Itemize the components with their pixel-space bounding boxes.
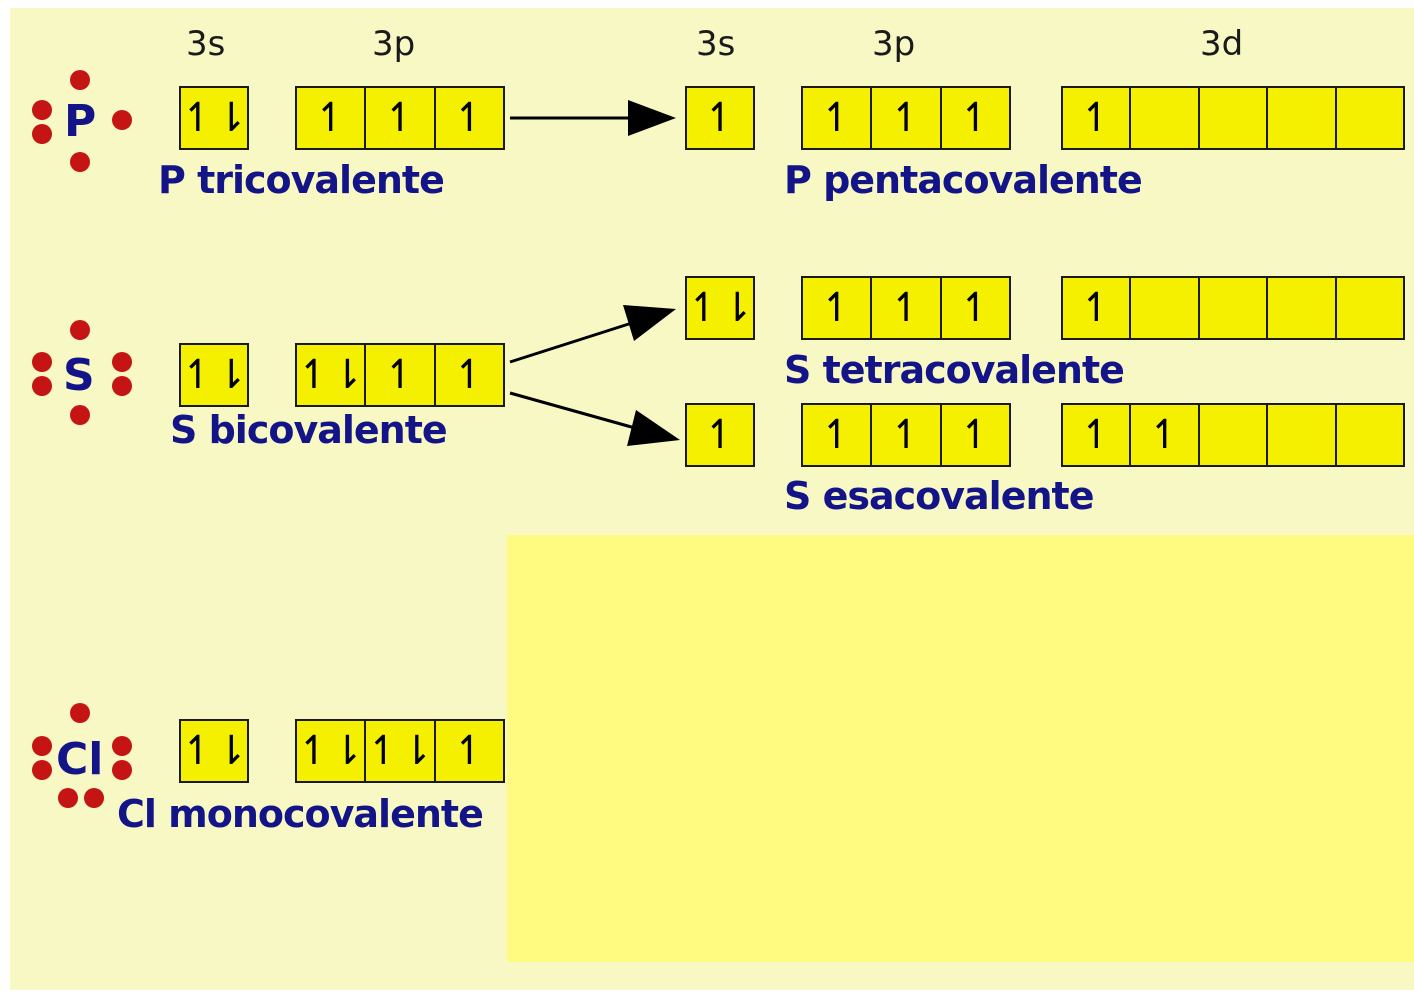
orbital-box-3s: ↿⇂ — [179, 719, 249, 783]
orbital-cell: ↿ — [958, 95, 993, 141]
label-p-tricovalente: P tricovalente — [158, 158, 445, 202]
orbital-cell: ↿ — [703, 412, 737, 458]
orbital-cell — [1268, 278, 1337, 338]
orbital-box-3p: ↿⇂ ↿ ↿ — [295, 343, 505, 407]
orbital-cell: ↿ — [958, 412, 993, 458]
orbital-box-3s: ↿ — [685, 86, 755, 150]
electron-dot — [112, 376, 132, 396]
header-3s-right: 3s — [696, 24, 736, 64]
orbital-box-3s: ↿⇂ — [179, 86, 249, 150]
arrow-s-esa — [509, 391, 636, 430]
label-cl-monocovalente: Cl monocovalente — [117, 792, 484, 836]
electron-dot — [32, 736, 52, 756]
arrowhead — [628, 100, 676, 136]
electron-dot — [70, 703, 90, 723]
orbital-cell: ↿ — [1131, 405, 1200, 465]
orbital-cell — [1200, 88, 1269, 148]
label-s-bicovalente: S bicovalente — [170, 408, 448, 452]
electron-dot — [112, 760, 132, 780]
orbital-cell: ↿⇂ — [366, 721, 436, 781]
electron-dot — [70, 152, 90, 172]
orbital-cell: ↿ — [703, 95, 737, 141]
electron-dot — [32, 124, 52, 144]
orbital-cell: ↿ — [1063, 405, 1132, 465]
orbital-box-3p: ↿ ↿ ↿ — [801, 86, 1011, 150]
arrowhead — [623, 305, 676, 341]
header-3d-right: 3d — [1200, 24, 1244, 64]
orbital-cell: ↿ — [1063, 278, 1132, 338]
electron-dot — [84, 788, 104, 808]
orbital-cell: ↿ — [366, 345, 436, 405]
atom-symbol-p: P — [64, 96, 97, 147]
label-p-pentacovalente: P pentacovalente — [784, 158, 1143, 202]
orbital-cell: ↿⇂ — [687, 285, 755, 331]
orbital-cell: ↿ — [452, 352, 487, 398]
orbital-box-3d: ↿ — [1061, 86, 1405, 150]
orbital-cell: ↿ — [366, 88, 436, 148]
orbital-cell: ↿ — [452, 95, 487, 141]
orbital-cell: ↿ — [803, 88, 873, 148]
atom-symbol-cl: Cl — [56, 734, 104, 785]
orbital-cell: ↿ — [872, 88, 942, 148]
orbital-box-3d: ↿ ↿ — [1061, 403, 1405, 467]
blank-yellow-panel — [507, 535, 1414, 962]
orbital-cell — [1268, 405, 1337, 465]
electron-dot — [32, 352, 52, 372]
orbital-box-3d: ↿ — [1061, 276, 1405, 340]
orbital-cell — [1131, 278, 1200, 338]
orbital-box-3s: ↿⇂ — [685, 276, 755, 340]
orbital-cell: ↿ — [872, 405, 942, 465]
arrow-s-tetra — [509, 320, 636, 364]
orbital-cell: ↿ — [1063, 88, 1132, 148]
header-3p-right: 3p — [872, 24, 916, 64]
label-s-tetracovalente: S tetracovalente — [784, 348, 1125, 392]
orbital-cell — [1200, 278, 1269, 338]
atom-symbol-s: S — [63, 350, 95, 401]
electron-dot — [32, 376, 52, 396]
orbital-box-3p: ↿ ↿ ↿ — [295, 86, 505, 150]
orbital-cell — [1200, 405, 1269, 465]
orbital-cell: ↿ — [452, 728, 487, 774]
orbital-cell — [1131, 88, 1200, 148]
header-3p-left: 3p — [372, 24, 416, 64]
orbital-cell: ↿ — [958, 285, 993, 331]
electron-dot — [70, 405, 90, 425]
orbital-cell: ↿ — [297, 88, 367, 148]
electron-dot — [32, 100, 52, 120]
electron-dot — [32, 760, 52, 780]
header-3s-left: 3s — [186, 24, 226, 64]
electron-dot — [70, 320, 90, 340]
electron-dot — [70, 70, 90, 90]
orbital-cell: ↿⇂ — [297, 721, 367, 781]
orbital-cell: ↿⇂ — [181, 352, 249, 398]
electron-dot — [112, 736, 132, 756]
orbital-cell: ↿⇂ — [297, 345, 367, 405]
orbital-cell — [1268, 88, 1337, 148]
electron-dot — [58, 788, 78, 808]
label-s-esacovalente: S esacovalente — [784, 474, 1094, 518]
orbital-box-3p: ↿⇂ ↿⇂ ↿ — [295, 719, 505, 783]
orbital-cell: ↿ — [803, 405, 873, 465]
orbital-box-3s: ↿⇂ — [179, 343, 249, 407]
orbital-box-3s: ↿ — [685, 403, 755, 467]
orbital-cell: ↿⇂ — [181, 95, 249, 141]
orbital-cell: ↿ — [872, 278, 942, 338]
orbital-box-3p: ↿ ↿ ↿ — [801, 403, 1011, 467]
electron-dot — [112, 352, 132, 372]
orbital-cell: ↿ — [803, 278, 873, 338]
arrowhead — [627, 410, 680, 446]
electron-dot — [112, 110, 132, 130]
orbital-cell: ↿⇂ — [181, 728, 249, 774]
orbital-box-3p: ↿ ↿ ↿ — [801, 276, 1011, 340]
